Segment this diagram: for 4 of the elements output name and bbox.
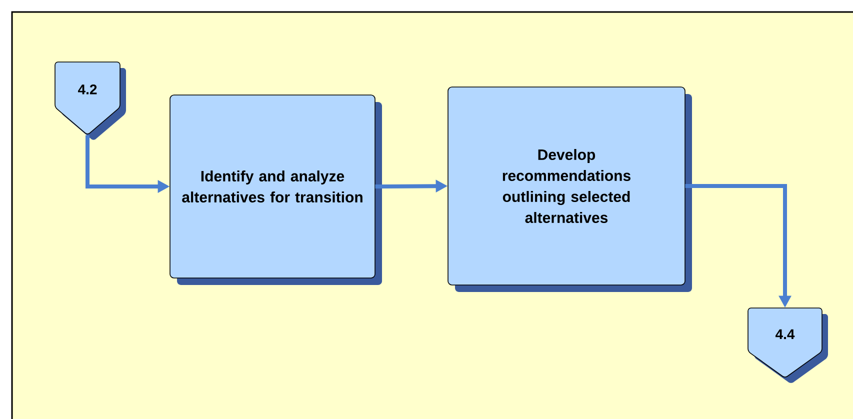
process-box: Develop recommendations outlining selected alternatives: [448, 86, 692, 292]
process-box: Identify and analyze alternatives for transition: [170, 94, 382, 285]
off-page-connector: 4.4: [748, 308, 828, 383]
off-page-connector: 4.2: [54, 62, 126, 140]
